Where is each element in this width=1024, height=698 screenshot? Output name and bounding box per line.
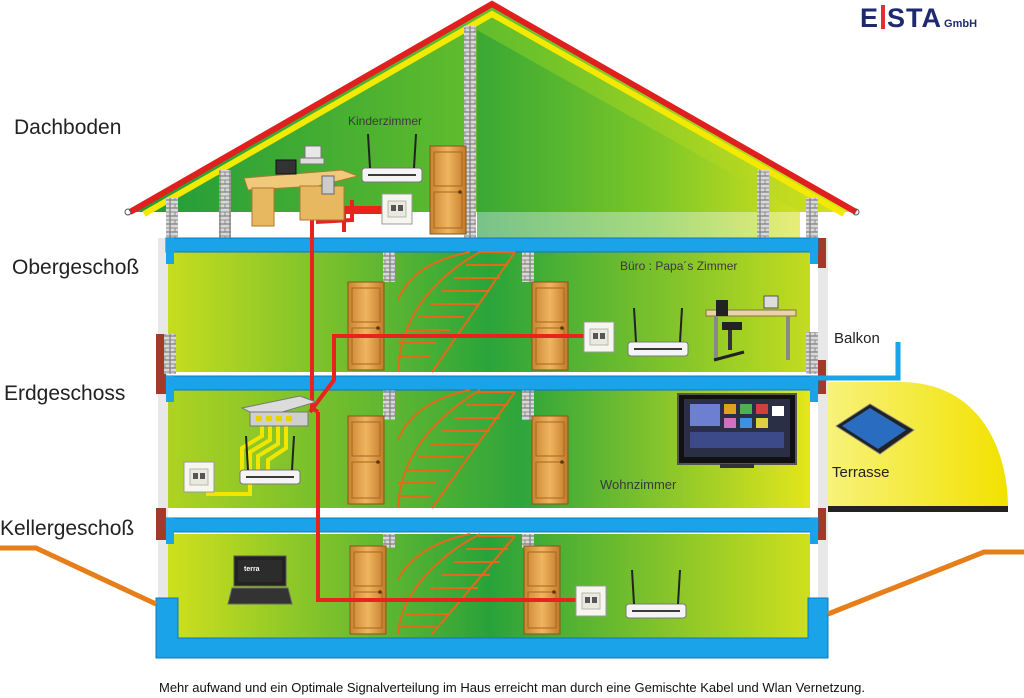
terrace — [828, 382, 1008, 508]
logo-letter: E — [860, 3, 880, 33]
roof-edge — [128, 0, 858, 215]
ground-left — [0, 545, 158, 607]
basement-network-socket — [575, 585, 607, 617]
staircase-og — [397, 251, 516, 373]
door — [531, 281, 569, 371]
obergeschoss-room — [168, 252, 810, 372]
label-balkon: Balkon — [834, 330, 880, 347]
ceiling-slab — [165, 375, 819, 391]
floor-label-obergeschoss: Obergeschoß — [12, 256, 140, 279]
laptop — [227, 555, 293, 605]
ceiling-slab — [165, 517, 819, 533]
floor-label-erdgeschoss: Erdgeschoss — [4, 382, 126, 405]
tablet-device — [835, 403, 915, 455]
diagram-caption: Mehr aufwand und ein Optimale Signalvert… — [159, 680, 865, 695]
staircase-eg — [397, 389, 516, 509]
attic-door — [429, 145, 467, 235]
ground-right — [827, 549, 1024, 617]
door — [347, 415, 385, 505]
staircase-kg — [397, 533, 516, 635]
smart-tv — [677, 393, 797, 468]
laptop-brand: terra — [244, 566, 260, 573]
basement-foundation — [155, 597, 829, 659]
office-desk-chair — [705, 295, 797, 362]
floor-label-dachboden: Dachboden — [14, 116, 122, 139]
room-label-wohnzimmer: Wohnzimmer — [600, 477, 677, 492]
door — [531, 415, 569, 505]
office-network-socket — [583, 321, 615, 353]
label-terrasse: Terrasse — [832, 464, 890, 481]
roof-inner-edge — [142, 10, 846, 217]
logo-text: STA — [887, 3, 943, 33]
logo-suffix: GmbH — [944, 18, 978, 30]
logo-bar — [881, 5, 886, 29]
door — [523, 545, 561, 635]
network-switch — [240, 395, 318, 427]
door — [349, 545, 387, 635]
living-network-socket — [183, 461, 215, 493]
room-label-buero: Büro : Papa´s Zimmer — [620, 259, 738, 273]
ceiling-slab — [165, 237, 819, 253]
door — [347, 281, 385, 371]
attic-network-socket — [381, 193, 413, 225]
attic-brick-column — [464, 26, 476, 238]
floor-label-kellergeschoss: Kellergeschoß — [0, 517, 135, 540]
balcony-railing — [818, 342, 901, 381]
room-label-kinderzimmer: Kinderzimmer — [348, 114, 423, 128]
attic-desk-computer — [243, 145, 360, 227]
